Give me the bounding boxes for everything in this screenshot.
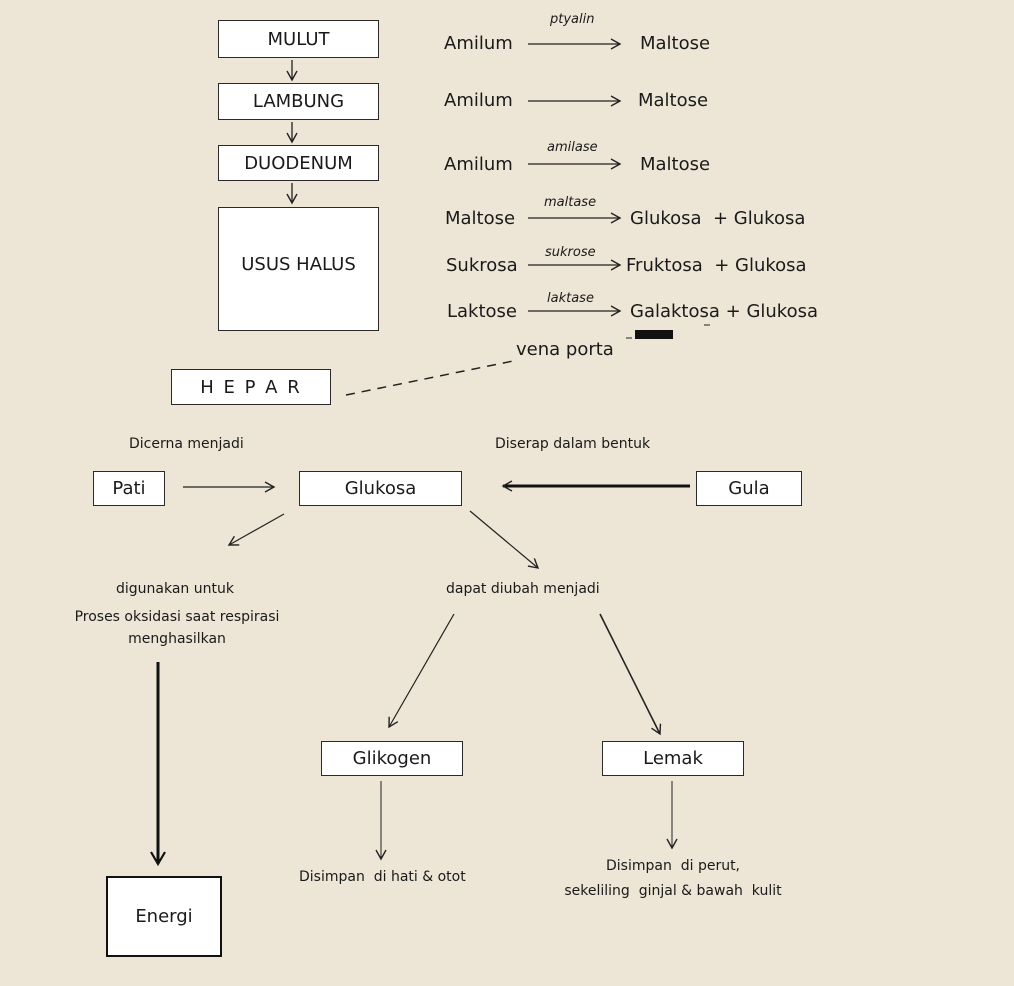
- vena-porta-label: vena porta: [516, 339, 614, 360]
- pati-box: Pati: [93, 471, 165, 506]
- organ-usus-halus: USUS HALUS: [218, 207, 379, 331]
- reaction-2-product: Maltose: [638, 90, 709, 111]
- reaction-3-substrate: Amilum: [444, 154, 513, 175]
- reaction-6-product: Galaktosa + Glukosa: [630, 301, 818, 322]
- reaction-6-substrate: Laktose: [447, 301, 518, 322]
- glikogen-box: Glikogen: [321, 741, 463, 776]
- highlight-mark: [635, 330, 673, 339]
- reaction-4-substrate: Maltose: [445, 208, 516, 229]
- dapat-label: dapat diubah menjadi: [446, 581, 600, 597]
- lemak-store-line1: Disimpan di perut,: [605, 858, 741, 874]
- organ-hepar: H E P A R: [171, 369, 331, 405]
- reaction-6-enzyme: laktase: [547, 291, 594, 306]
- reaction-1-substrate: Amilum: [444, 33, 513, 54]
- reaction-5-enzyme: sukrose: [545, 245, 596, 260]
- arrow-to-lemak: [599, 613, 662, 736]
- lemak-store-line2: sekeliling ginjal & bawah kulit: [564, 883, 782, 899]
- lemak-box: Lemak: [602, 741, 744, 776]
- glukosa-box: Glukosa: [299, 471, 462, 506]
- reaction-4-product: Glukosa + Glukosa: [630, 208, 806, 229]
- vena-porta-line: [345, 359, 519, 396]
- reaction-5-substrate: Sukrosa: [446, 255, 518, 276]
- reaction-4-enzyme: maltase: [544, 195, 597, 210]
- reaction-1-enzyme: ptyalin: [550, 12, 595, 27]
- digunakan-label: digunakan untuk: [116, 581, 234, 597]
- gula-box: Gula: [696, 471, 802, 506]
- organ-lambung: LAMBUNG: [218, 83, 379, 120]
- reaction-2-substrate: Amilum: [444, 90, 513, 111]
- reaction-5-product: Fruktosa + Glukosa: [626, 255, 807, 276]
- proses-line2: menghasilkan: [128, 631, 226, 647]
- arrow-to-glikogen: [388, 613, 455, 729]
- glikogen-store-label: Disimpan di hati & otot: [299, 869, 466, 885]
- energi-box: Energi: [106, 876, 222, 957]
- organ-mulut: MULUT: [218, 20, 379, 58]
- diserap-label: Diserap dalam bentuk: [495, 436, 651, 452]
- reaction-3-enzyme: amilase: [547, 140, 598, 155]
- dicerna-label: Dicerna menjadi: [129, 436, 244, 452]
- reaction-3-product: Maltose: [640, 154, 711, 175]
- arrow-glukosa-digunakan: [227, 513, 285, 546]
- arrow-glukosa-diubah: [469, 510, 540, 569]
- organ-duodenum: DUODENUM: [218, 145, 379, 181]
- proses-line1: Proses oksidasi saat respirasi: [74, 609, 280, 625]
- reaction-1-product: Maltose: [640, 33, 711, 54]
